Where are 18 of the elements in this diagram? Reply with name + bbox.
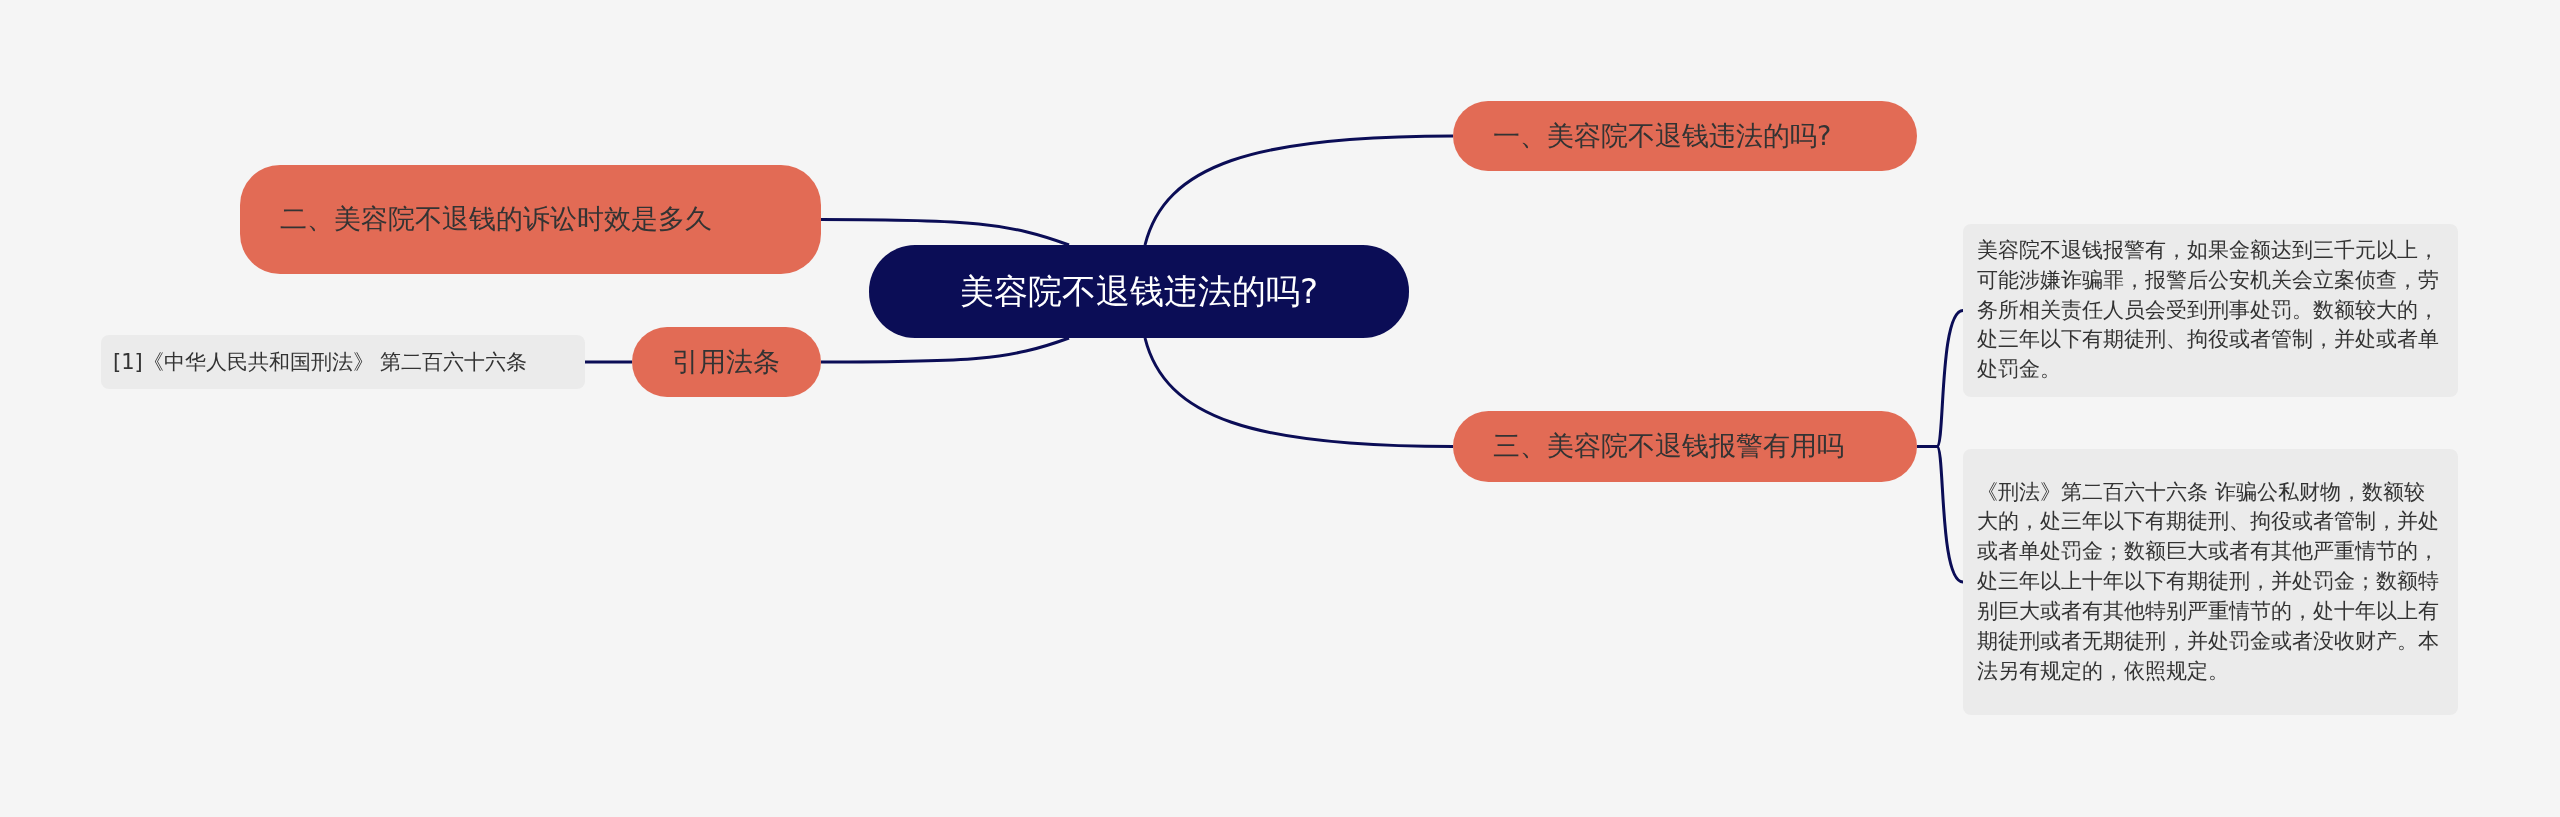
note-card xyxy=(1963,224,2458,397)
connector-line xyxy=(585,360,632,364)
topic-text: [1]《中华人民共和国刑法》 第二百六十六条 xyxy=(113,349,528,376)
connector-line xyxy=(1143,134,1454,246)
topic-text: 二、美容院不退钱的诉讼时效是多久 xyxy=(280,202,712,237)
connector-line xyxy=(821,218,1070,247)
note-card xyxy=(1963,449,2458,715)
topic-text: 三、美容院不退钱报警有用吗 xyxy=(1493,429,1844,464)
topic-pill xyxy=(240,165,821,274)
topic-text: 美容院不退钱报警有，如果金额达到三千元以上，可能涉嫌诈骗罪，报警后公安机关会立案侦查，劳务所相关责任人员会受到刑事处罚。数额较大的，处三年以下有期徒刑、拘役或者管制，并处或者单处罚金。 xyxy=(1977,236,2440,384)
note-card xyxy=(101,335,585,389)
topic-text: 一、美容院不退钱违法的吗? xyxy=(1493,118,1832,153)
topic-text: 美容院不退钱违法的吗? xyxy=(959,269,1318,313)
connector-line xyxy=(1143,337,1454,448)
topic-text: 引用法条 xyxy=(672,344,780,379)
topic-text: 《刑法》第二百六十六条 诈骗公私财物，数额较大的，处三年以下有期徒刑、拘役或者管制，并处或者单处罚金；数额巨大或者有其他严重情节的，处三年以上十年以下有期徒刑，并处罚金；数额特别巨大或者有其他特别严重情节的，处十年以上有期徒刑或者无期徒刑，并处罚金或者没收财产。本法另有规定的，依照规定。 xyxy=(1977,478,2440,685)
connector-line xyxy=(1917,445,1964,584)
connector-line xyxy=(821,336,1070,364)
